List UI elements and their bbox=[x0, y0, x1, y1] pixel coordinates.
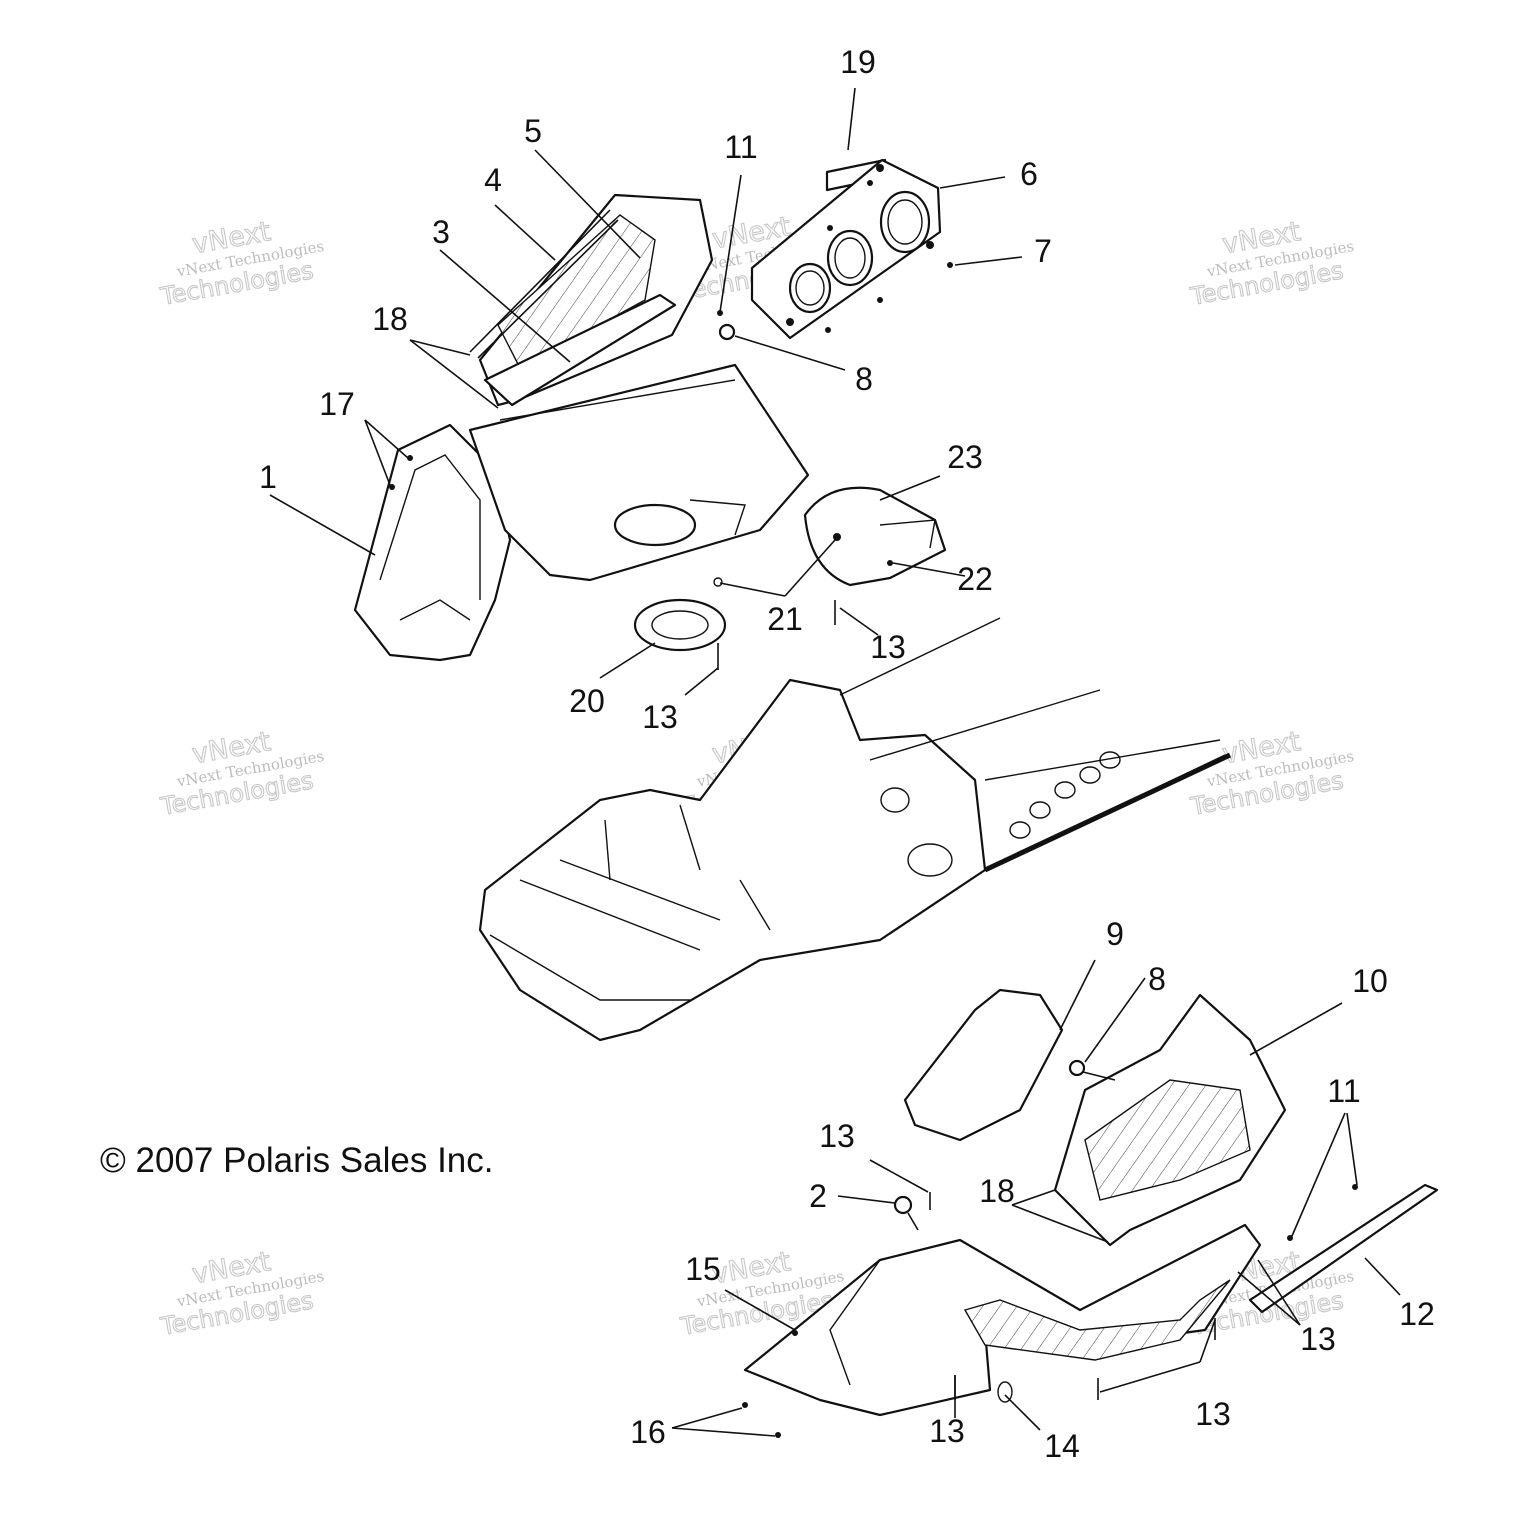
callout-16: 16 bbox=[630, 1414, 666, 1450]
callout-13-c: 13 bbox=[819, 1118, 855, 1154]
callout-17: 17 bbox=[319, 386, 355, 422]
callout-7: 7 bbox=[1034, 233, 1052, 269]
callout-18-lower: 18 bbox=[979, 1173, 1015, 1209]
part-11-screw-upper bbox=[717, 310, 723, 316]
callout-5: 5 bbox=[524, 113, 542, 149]
callout-labels: 1 2 3 4 5 6 7 8 8 9 10 11 11 12 13 13 13… bbox=[259, 44, 1435, 1464]
leader-lines bbox=[269, 87, 1401, 1437]
callout-2: 2 bbox=[809, 1178, 827, 1214]
callout-22: 22 bbox=[957, 561, 993, 597]
callout-3: 3 bbox=[432, 214, 450, 250]
callout-13-d: 13 bbox=[1300, 1321, 1336, 1357]
callout-12: 12 bbox=[1399, 1296, 1435, 1332]
part-10-side-panel bbox=[1053, 993, 1287, 1247]
callout-10: 10 bbox=[1352, 963, 1388, 999]
callout-4: 4 bbox=[484, 162, 502, 198]
parts-3-4-5-instrument-housing bbox=[469, 193, 714, 407]
part-16-screw bbox=[775, 1432, 781, 1438]
part-20-gasket bbox=[633, 598, 727, 652]
part-22-screw bbox=[887, 560, 893, 566]
part-15-screw bbox=[792, 1330, 798, 1336]
part-8-grommet-lower bbox=[1068, 1059, 1086, 1077]
part-16-screw bbox=[742, 1402, 748, 1408]
callout-20: 20 bbox=[569, 683, 605, 719]
callout-8-upper: 8 bbox=[855, 361, 873, 397]
callout-19: 19 bbox=[840, 44, 876, 80]
callout-6: 6 bbox=[1020, 156, 1038, 192]
bellypan-lower bbox=[743, 1223, 1262, 1417]
callout-13-e: 13 bbox=[929, 1413, 965, 1449]
part-1-nose bbox=[353, 423, 512, 662]
callout-13-a: 13 bbox=[642, 699, 678, 735]
hood-console bbox=[468, 363, 810, 582]
part-6-gauge-plate bbox=[750, 158, 942, 340]
part-17-screw bbox=[407, 455, 413, 461]
callout-18-upper: 18 bbox=[372, 301, 408, 337]
part-17-screw bbox=[389, 484, 395, 490]
watermark-top-right: vNext vNext Technologies Technologies bbox=[1187, 216, 1355, 312]
copyright-notice: © 2007 Polaris Sales Inc. bbox=[100, 1141, 494, 1180]
part-7-screws bbox=[825, 180, 953, 333]
callout-13-b: 13 bbox=[870, 629, 906, 665]
part-12-trim-strip bbox=[1248, 1183, 1439, 1314]
part-11-screw-lower bbox=[1352, 1184, 1358, 1190]
callout-9: 9 bbox=[1106, 916, 1124, 952]
callout-13-f: 13 bbox=[1195, 1396, 1231, 1432]
part-23-cover bbox=[803, 486, 947, 587]
callout-11-lower: 11 bbox=[1327, 1073, 1360, 1109]
part-8-grommet-upper bbox=[718, 323, 736, 341]
callout-8-lower: 8 bbox=[1148, 961, 1166, 997]
part-2-nut bbox=[893, 1195, 913, 1215]
watermark-mid-right: vNext vNext Technologies Technologies bbox=[1187, 726, 1355, 822]
chassis-frame bbox=[478, 617, 1232, 1042]
watermark-bottom-left: vNext vNext Technologies Technologies bbox=[157, 1246, 325, 1342]
part-21-grommet bbox=[713, 577, 723, 587]
callout-14: 14 bbox=[1044, 1428, 1080, 1464]
part-11-screw-lower bbox=[1287, 1235, 1293, 1241]
callout-15: 15 bbox=[685, 1251, 721, 1287]
callout-11-upper: 11 bbox=[724, 129, 757, 165]
callout-23: 23 bbox=[947, 439, 983, 475]
part-9-foam-block bbox=[903, 988, 1064, 1142]
callout-1: 1 bbox=[259, 459, 277, 495]
callout-21: 21 bbox=[767, 601, 803, 637]
watermark-top-left: vNext vNext Technologies Technologies bbox=[157, 216, 325, 312]
watermark-mid-left: vNext vNext Technologies Technologies bbox=[157, 726, 325, 822]
